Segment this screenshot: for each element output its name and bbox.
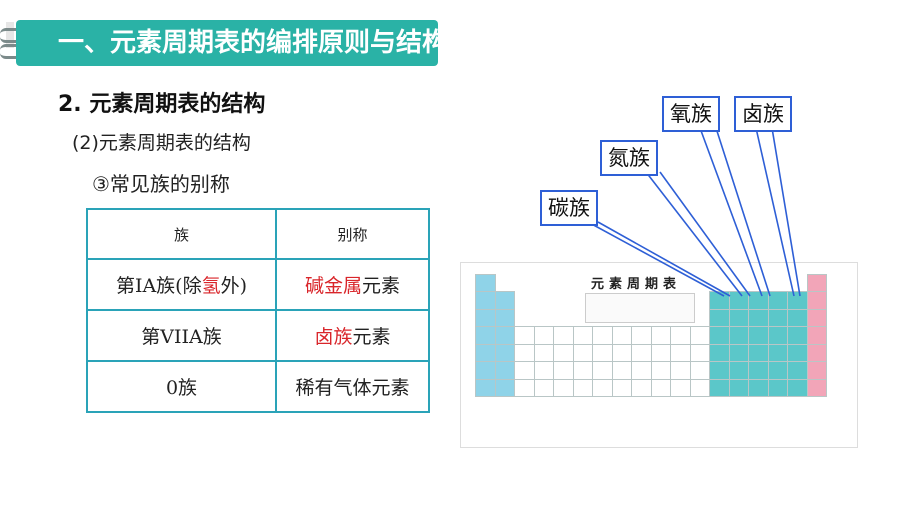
oxygen-callout-line: [699, 127, 763, 297]
group-text: 第VIIA族: [141, 326, 222, 348]
group-cell: 0族: [86, 360, 277, 413]
carbon-callout-line: [597, 221, 731, 297]
alias-highlight: 卤族: [314, 326, 353, 348]
page-title: 一、元素周期表的编排原则与结构: [58, 28, 449, 58]
section-heading: 2. 元素周期表的结构: [58, 92, 266, 117]
binder-strip: [6, 22, 14, 48]
table-header-row: 族 别称: [86, 208, 430, 260]
alias-text: 元素: [352, 326, 391, 348]
element-cell: [806, 378, 827, 397]
callout-halogen-group: 卤族: [734, 96, 792, 132]
legend-box: [585, 293, 695, 323]
group-cell: 第VIIA族: [86, 309, 277, 362]
callout-nitrogen-group: 氮族: [600, 140, 658, 176]
alias-text: 稀有气体元素: [295, 377, 410, 399]
nitrogen-callout-line: [659, 171, 751, 297]
group-alias-table: 族 别称 第IA族(除氢外) 碱金属元素 第VIIA族 卤族元素 0族 稀有气体…: [86, 208, 430, 413]
alias-cell: 卤族元素: [275, 309, 430, 362]
periodic-table-title: 元素周期表: [591, 277, 682, 292]
group-cell: 第IA族(除氢外): [86, 258, 277, 311]
table-row: 第VIIA族 卤族元素: [86, 309, 430, 362]
oxygen-callout-line: [715, 127, 771, 297]
column-header-alias: 别称: [275, 208, 430, 260]
alias-text: 元素: [362, 275, 401, 297]
table-row: 第IA族(除氢外) 碱金属元素: [86, 258, 430, 311]
nitrogen-callout-line: [645, 171, 743, 297]
halogen-callout-line: [755, 127, 795, 297]
group-text: 第IA族(除: [115, 275, 202, 297]
callout-oxygen-group: 氧族: [662, 96, 720, 132]
callout-carbon-group: 碳族: [540, 190, 598, 226]
group-text: 0族: [165, 377, 198, 399]
column-header-group: 族: [86, 208, 277, 260]
alias-highlight: 碱金属: [304, 275, 362, 297]
table-row: 0族 稀有气体元素: [86, 360, 430, 413]
carbon-callout-line: [587, 221, 725, 297]
halogen-callout-line: [771, 127, 801, 297]
alias-cell: 碱金属元素: [275, 258, 430, 311]
section-subheading: (2)元素周期表的结构: [72, 132, 251, 154]
alias-cell: 稀有气体元素: [275, 360, 430, 413]
periodic-table-figure: 元素周期表: [460, 262, 858, 448]
section-item: ③常见族的别称: [92, 172, 230, 196]
group-text-suffix: 外): [220, 275, 248, 297]
title-banner: 一、元素周期表的编排原则与结构: [16, 20, 448, 66]
group-highlight: 氢: [201, 275, 221, 297]
